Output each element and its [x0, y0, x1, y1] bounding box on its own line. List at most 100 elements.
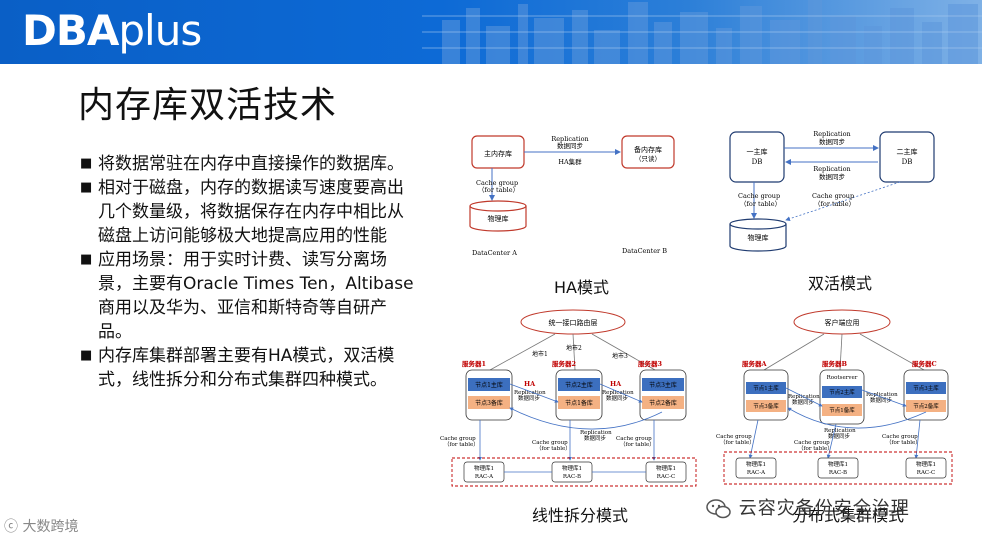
svg-text:物理库1: 物理库1	[474, 464, 494, 472]
svg-text:Cache group: Cache group	[440, 436, 476, 442]
ha-dc-a-label: DataCenter A	[472, 249, 517, 257]
svg-text:RAC-A: RAC-A	[475, 474, 494, 480]
aa-db2-sub: DB	[902, 158, 913, 166]
aa-db1-box	[729, 131, 785, 183]
dc-server-b: 服务器B Rootserver 节点2主库 节点1备库	[819, 359, 865, 425]
aa-physical-db-cylinder	[729, 218, 787, 252]
svg-text:节点2备库: 节点2备库	[913, 402, 939, 410]
svg-text:数据同步: 数据同步	[819, 172, 846, 181]
svg-text:物理库1: 物理库1	[656, 464, 676, 472]
dc-rac-c: 物理库1 RAC-C	[905, 457, 947, 479]
linear-split-caption: 线性拆分模式	[532, 506, 629, 525]
svg-text:节点1备库: 节点1备库	[565, 399, 593, 407]
svg-text:RAC-B: RAC-B	[829, 470, 847, 476]
aa-db2-label: 二主库	[897, 147, 918, 156]
svg-text:节点3主库: 节点3主库	[913, 384, 939, 392]
ls-server-2: 服务器2 节点2主库 节点1备库	[552, 359, 603, 421]
distributed-cluster-caption: 分布式集群模式	[792, 506, 905, 525]
svg-text:（for table）: （for table）	[720, 439, 755, 446]
svg-text:节点2主库: 节点2主库	[829, 388, 855, 396]
svg-text:Replication: Replication	[602, 390, 634, 396]
svg-text:Cache group: Cache group	[716, 434, 752, 440]
svg-text:数据同步: 数据同步	[870, 396, 893, 404]
svg-text:数据同步: 数据同步	[819, 137, 846, 146]
header-banner: DBAplus	[0, 0, 982, 64]
ls-server-1: 服务器1 节点1主库 节点3备库	[462, 359, 513, 421]
ha-cluster-label: HA集群	[558, 157, 582, 166]
svg-text:服务器C: 服务器C	[912, 359, 937, 368]
svg-text:RAC-A: RAC-A	[747, 470, 766, 476]
ls-server-3: 服务器3 节点3主库 节点2备库	[638, 359, 687, 421]
city-skyline-graphic	[422, 0, 982, 64]
svg-text:HA: HA	[524, 380, 536, 388]
svg-text:Cache group: Cache group	[738, 192, 780, 200]
active-active-diagram: 一主库 DB 二主库 DB Replication 数据同步 Replicati…	[729, 130, 935, 252]
svg-text:数据同步: 数据同步	[518, 394, 541, 402]
ha-standby-note: （只读）	[635, 154, 661, 163]
ha-replication-label: Replication	[551, 135, 588, 143]
svg-text:Cache group: Cache group	[882, 434, 918, 440]
ls-rac-b: 物理库1 RAC-B	[551, 461, 593, 483]
distributed-cluster-diagram: 客户端应用 服务器A 节点1主库 节点3备库 服务器B Rootserver 节…	[716, 309, 953, 485]
svg-text:节点2备库: 节点2备库	[649, 399, 677, 407]
svg-text:物理库1: 物理库1	[562, 464, 582, 472]
svg-text:Replication: Replication	[824, 428, 856, 434]
bullet-list: ■将数据常驻在内存中直接操作的数据库。 ■相对于磁盘，内存的数据读写速度要高出几…	[80, 152, 415, 392]
svg-text:Replication: Replication	[813, 130, 850, 138]
svg-text:（for table）: （for table）	[886, 439, 921, 446]
ha-mode-diagram: 主内存库 备内存库 （只读） Replication 数据同步 HA集群 Cac…	[469, 135, 675, 257]
svg-text:（for table）: （for table）	[814, 200, 855, 208]
dc-server-c: 服务器C 节点3主库 节点2备库	[903, 359, 949, 421]
dc-server-a: 服务器A 节点1主库 节点3备库	[742, 359, 789, 421]
svg-text:服务器3: 服务器3	[638, 359, 663, 368]
svg-text:统一接口路由层: 统一接口路由层	[549, 318, 598, 327]
svg-text:地市2: 地市2	[566, 344, 582, 352]
ha-physical-label: 物理库	[488, 214, 509, 223]
wechat-icon	[706, 499, 731, 519]
svg-text:节点2主库: 节点2主库	[565, 381, 593, 389]
svg-text:Replication: Replication	[514, 390, 546, 396]
svg-text:Cache group: Cache group	[532, 440, 568, 446]
ls-rac-group	[451, 457, 697, 487]
svg-text:（for table）: （for table）	[798, 445, 833, 452]
svg-text:物理库: 物理库	[748, 233, 769, 242]
svg-text:Replication: Replication	[813, 165, 850, 173]
svg-text:客户端应用: 客户端应用	[825, 318, 860, 327]
svg-text:服务器1: 服务器1	[462, 359, 486, 368]
svg-text:服务器A: 服务器A	[742, 359, 768, 368]
svg-text:物理库1: 物理库1	[828, 460, 848, 468]
svg-text:Cache group: Cache group	[812, 192, 854, 200]
bullet-item: ■内存库集群部署主要有HA模式，双活模式，线性拆分和分布式集群四种模式。	[80, 346, 395, 390]
svg-text:（for table）: （for table）	[444, 441, 479, 448]
svg-text:HA: HA	[610, 380, 622, 388]
svg-text:节点1主库: 节点1主库	[753, 384, 779, 392]
aa-db1-label: 一主库	[747, 147, 768, 156]
slide-title: 内存库双活技术	[78, 85, 338, 126]
svg-text:节点3主库: 节点3主库	[649, 381, 677, 389]
bullet-item: ■相对于磁盘，内存的数据读写速度要高出几个数量级，将数据保存在内存中相比从磁盘上…	[80, 178, 404, 246]
svg-text:Cache group: Cache group	[794, 440, 830, 446]
svg-text:数据同步: 数据同步	[792, 398, 815, 406]
ha-for-table-label: （for table）	[478, 186, 519, 194]
svg-text:数据同步: 数据同步	[584, 434, 607, 442]
svg-text:（for table）: （for table）	[740, 200, 781, 208]
svg-text:节点3备库: 节点3备库	[475, 399, 503, 407]
svg-text:RAC-C: RAC-C	[917, 470, 935, 476]
watermark-right: 云容灾备份安全治理	[706, 494, 910, 520]
linear-split-diagram: 统一接口路由层 地市1 地市2 地市3 服务器1 节点1主库 节点3备库 服务器…	[440, 309, 697, 487]
ha-mode-caption: HA模式	[554, 278, 609, 297]
ha-physical-db-cylinder	[469, 200, 527, 232]
ha-dc-b-label: DataCenter B	[622, 247, 667, 255]
svg-text:Replication: Replication	[580, 430, 612, 436]
svg-text:数据同步: 数据同步	[828, 432, 851, 440]
dc-rac-b: 物理库1 RAC-B	[817, 457, 859, 479]
svg-text:数据同步: 数据同步	[606, 394, 629, 402]
svg-text:物理库1: 物理库1	[916, 460, 936, 468]
svg-text:Cache group: Cache group	[616, 436, 652, 442]
aa-db2-box	[879, 131, 935, 183]
ha-cache-group-label: Cache group	[476, 179, 518, 187]
svg-text:RAC-C: RAC-C	[657, 474, 675, 480]
svg-text:服务器B: 服务器B	[822, 359, 848, 368]
ls-rac-c: 物理库1 RAC-C	[645, 461, 687, 483]
svg-text:节点1备库: 节点1备库	[829, 406, 855, 414]
